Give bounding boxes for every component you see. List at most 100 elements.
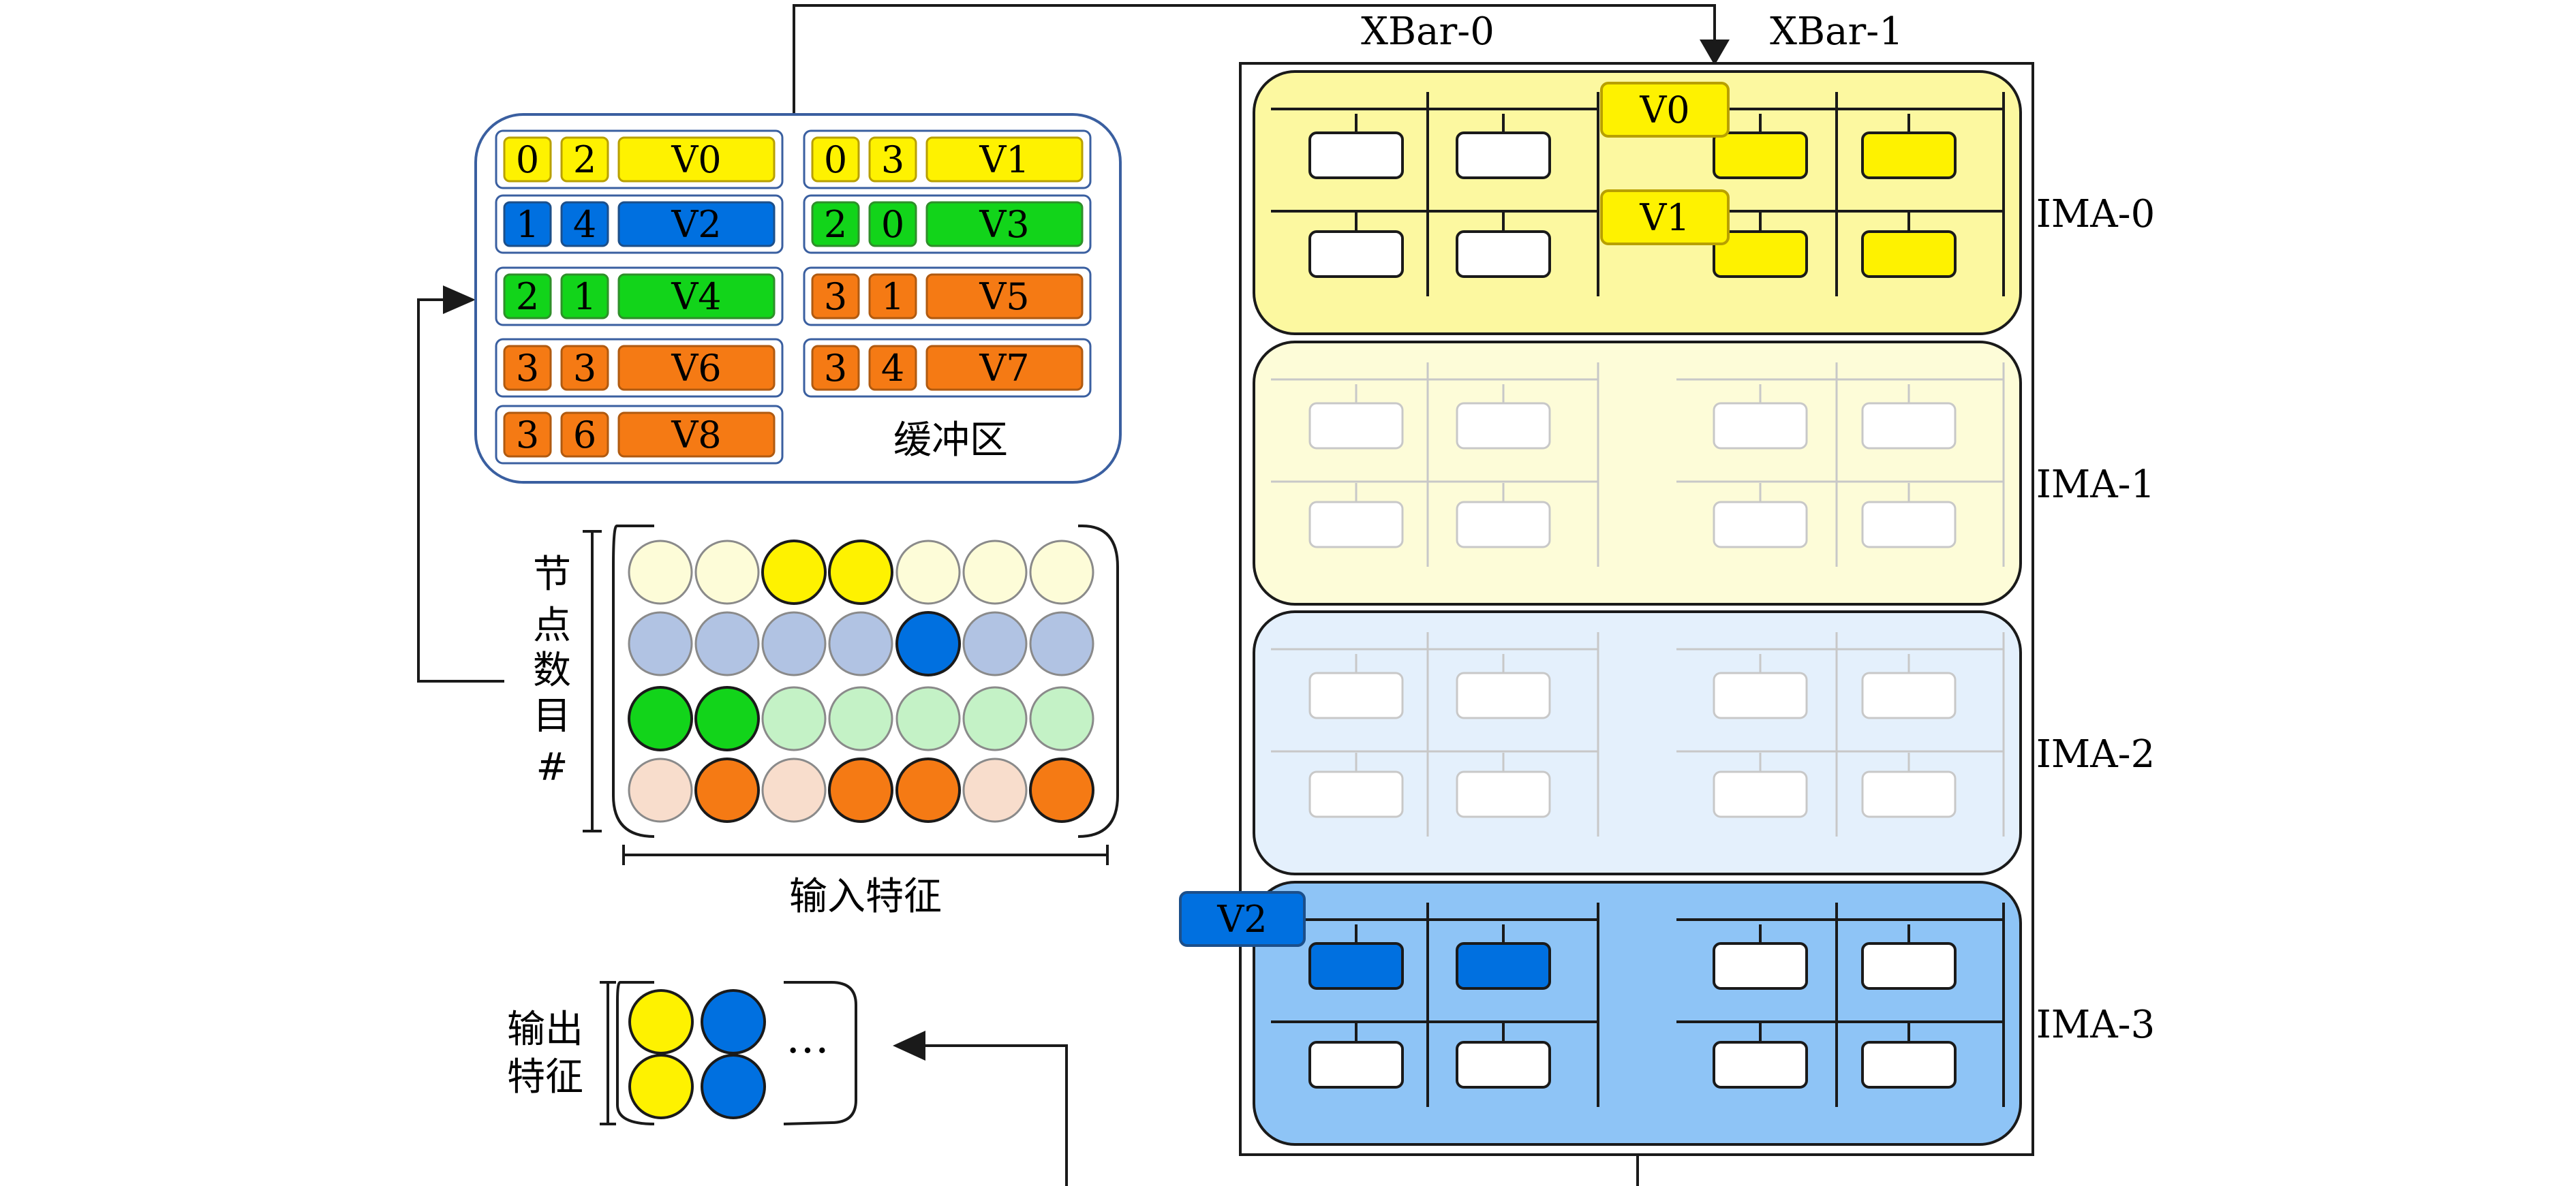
crossbar-cell [1713,770,1808,818]
buffer-entry-src: 2 [516,275,539,318]
crossbar-cell [1861,230,1957,278]
input-features-frame-right [1077,525,1119,838]
crossbar-cell [1308,402,1404,450]
input-feature-node [628,686,693,751]
node-count-char: # [536,745,568,790]
crossbar-cell [1456,501,1551,548]
input-feature-node [962,540,1028,605]
input-feature-node [1029,611,1094,676]
crossbar-cell [1456,672,1551,719]
buffer-entry-vector-box [617,411,776,458]
connectors [417,4,1730,1186]
input-feature-bracket [622,845,1109,865]
buffer-entry-src: 1 [516,203,539,246]
buffer-entry-src: 0 [824,138,847,181]
ima-label: IMA-3 [2036,1003,2155,1047]
crossbar-cell [1713,402,1808,450]
crossbar-cell [1456,1041,1551,1089]
crossbar-cell [1308,1041,1404,1089]
crossbar-cell [1713,501,1808,548]
ima-block: IMA-3 [1253,881,2155,1146]
input-feature-node [962,686,1028,751]
xbar-1-label: XBar-1 [1770,10,1903,54]
buffer-label: 缓冲区 [893,418,1008,463]
buffer-entry-src: 3 [824,275,847,318]
ima-vector-tag-label: V0 [1639,89,1689,131]
buffer-entry-dst: 2 [573,138,596,181]
buffer-entry-dst: 1 [573,275,596,318]
ima-vector-tag-box [1179,891,1306,947]
buffer-entry-src: 3 [516,413,539,456]
buffer-entry-dst-box [560,411,609,458]
buffer-entry-vector: V2 [671,203,721,246]
buffer-entry-dst-box [560,273,609,319]
input-features-label: 输入特征 [789,875,942,919]
buffer-entry-src-box [503,273,552,319]
node-count-char: 数 [533,649,571,693]
ima-block: IMA-1 [1253,341,2155,606]
buffer-entry-src-box [811,136,860,183]
input-feature-node [895,686,961,751]
input-feature-node [761,758,827,823]
output-features-label-line2: 特征 [507,1055,583,1099]
crossbar-tree [1676,92,2005,296]
buffer-entry-dst-box [868,345,917,391]
input-feature-node [895,540,961,605]
buffer-entry-vector: V6 [671,347,721,390]
crossbar-cell [1861,131,1957,179]
ima-block-frame [1253,881,2022,1146]
ima-label: IMA-1 [2036,463,2155,507]
buffer-entry-src: 0 [516,138,539,181]
input-feature-node [628,611,693,676]
input-feature-node [828,611,893,676]
input-feature-node [761,540,827,605]
node-count-bracket [583,530,602,832]
node-count-char: 点 [533,604,571,648]
crossbar-tree [1271,903,1599,1107]
buffer-entry-src-box [503,136,552,183]
buffer-entry-dst: 3 [881,138,904,181]
output-ellipsis: … [786,1013,829,1063]
crossbar-cell [1713,672,1808,719]
crossbar-cell [1861,942,1957,990]
input-feature-node [962,758,1028,823]
ima-label: IMA-0 [2036,192,2155,236]
xbar-0-label: XBar-0 [1361,10,1494,54]
input-feature-node [895,758,961,823]
crossbar-cell [1308,501,1404,548]
input-features-frame [612,525,655,838]
buffer-entry-dst-box [868,136,917,183]
buffer-entry-src-box [503,201,552,247]
ima-to-output-arrowhead [893,1031,925,1061]
crossbar-cell [1861,402,1957,450]
buffer-to-xbar-arrow [793,4,1716,125]
ima-block: IMA-2 [1253,610,2155,875]
ima-vector-tag-box [1600,189,1730,245]
input-feature-node [828,758,893,823]
output-feature-node [628,1054,694,1119]
input-feature-node [895,611,961,676]
crossbar-cell [1713,942,1808,990]
buffer-entry-vector: V5 [979,275,1029,318]
ima-vector-tag-box [1600,82,1730,138]
buffer-entry-dst: 4 [881,347,904,390]
output-features-label-line1: 输出 [507,1008,583,1052]
input-feature-node [694,611,760,676]
crossbar-cell [1308,942,1404,990]
ima-vector-tag: V2 [1179,891,1306,947]
input-feature-node [761,686,827,751]
ima-vector-tag-label: V1 [1639,196,1689,239]
crossbar-cell [1308,770,1404,818]
input-feature-node [1029,758,1094,823]
input-to-buffer-arrowhead [443,285,476,314]
buffer-entry-vector-box [925,273,1084,319]
